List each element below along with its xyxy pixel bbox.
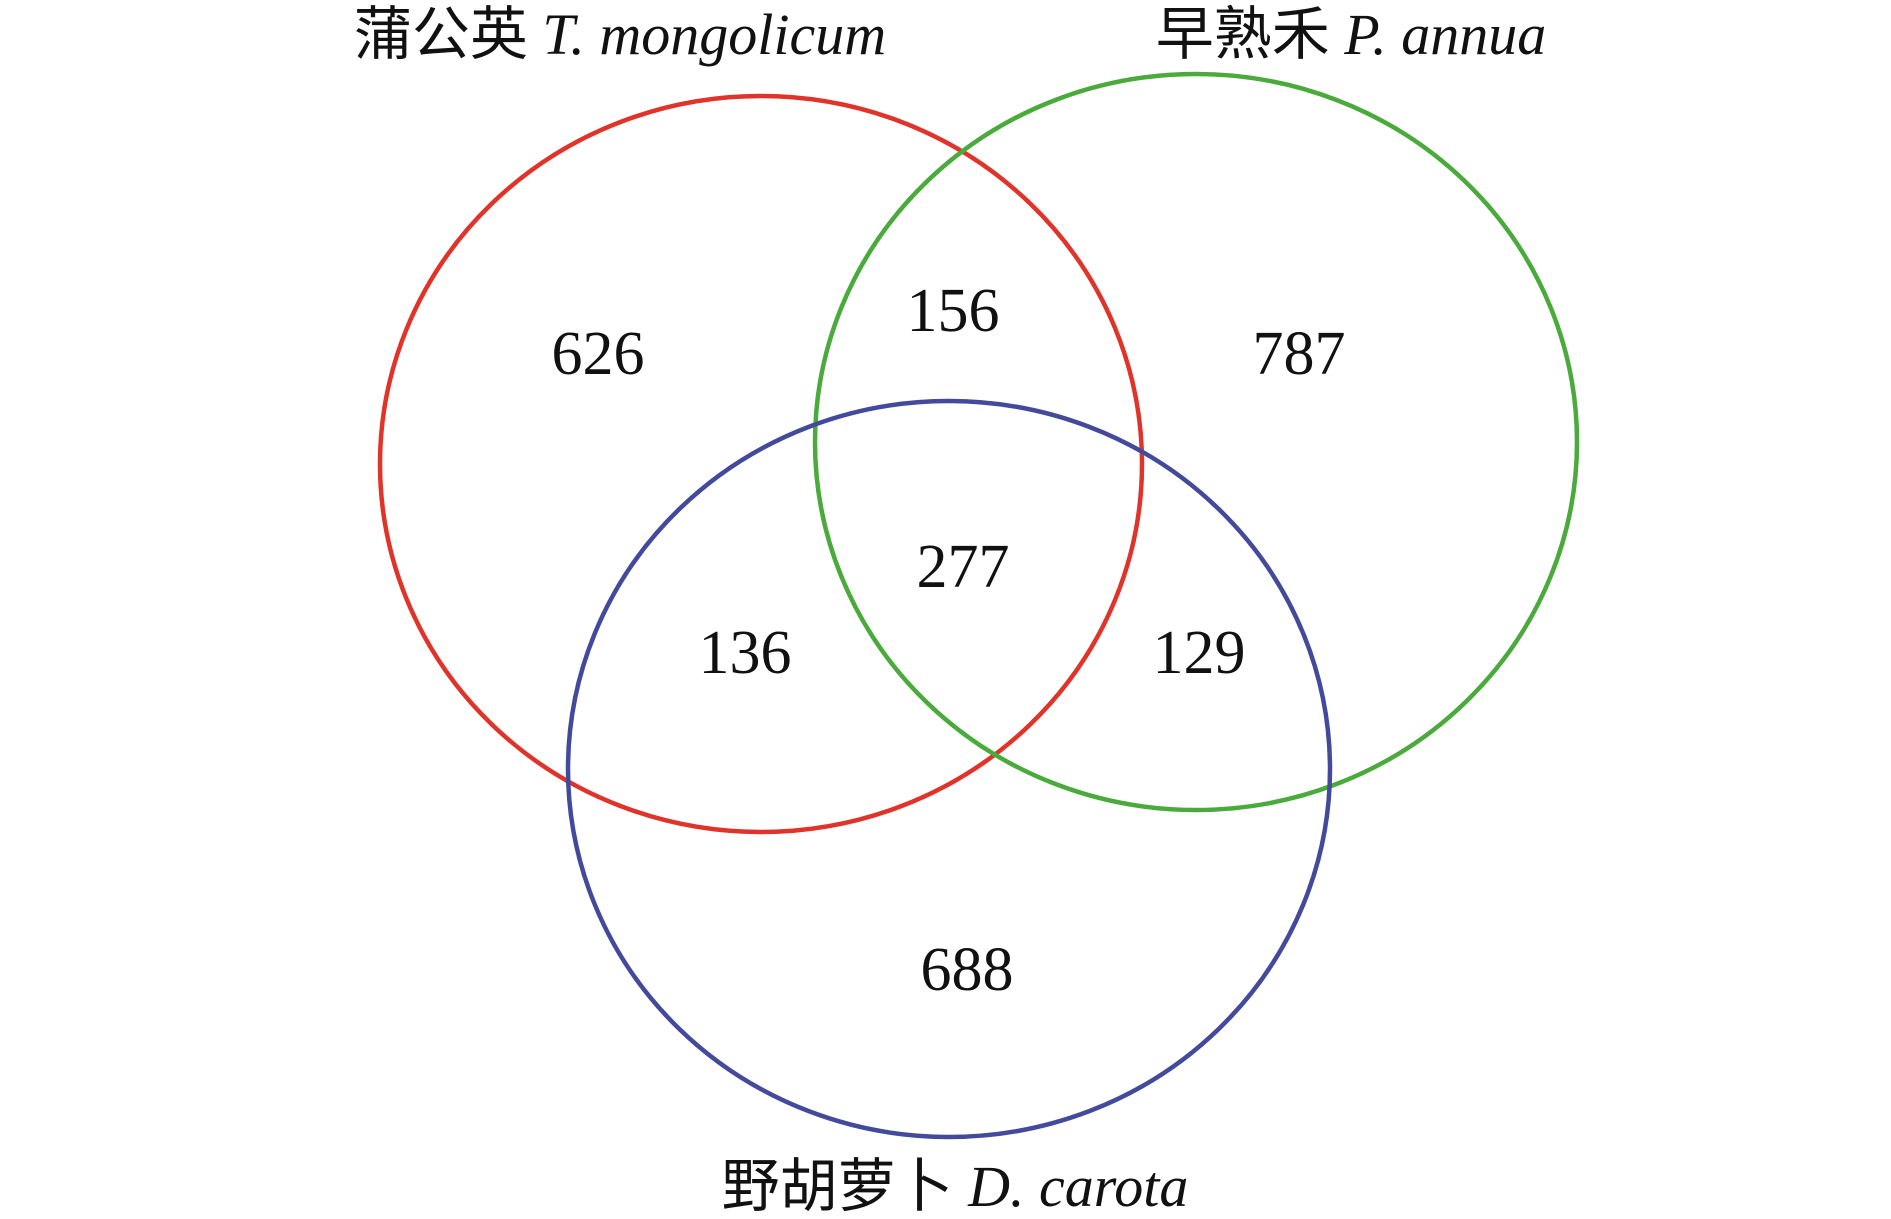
region-count-c: 688: [921, 936, 1014, 1004]
region-count-b: 787: [1253, 320, 1346, 388]
region-count-ab: 156: [907, 277, 1000, 345]
region-count-a: 626: [552, 320, 645, 388]
set-label-p-annua: 早熟禾 P. annua: [1155, 2, 1547, 67]
set-circle-C: [565, 398, 1333, 1140]
set-label-t-mongolicum: 蒲公英 T. mongolicum: [353, 2, 887, 67]
region-count-ac: 136: [699, 619, 792, 687]
region-count-abc: 277: [917, 533, 1010, 601]
region-count-bc: 129: [1153, 619, 1246, 687]
set-circle-A: [377, 93, 1145, 835]
set-circle-B: [812, 71, 1580, 813]
set-label-d-carota: 野胡萝卜 D. carota: [721, 1154, 1189, 1219]
